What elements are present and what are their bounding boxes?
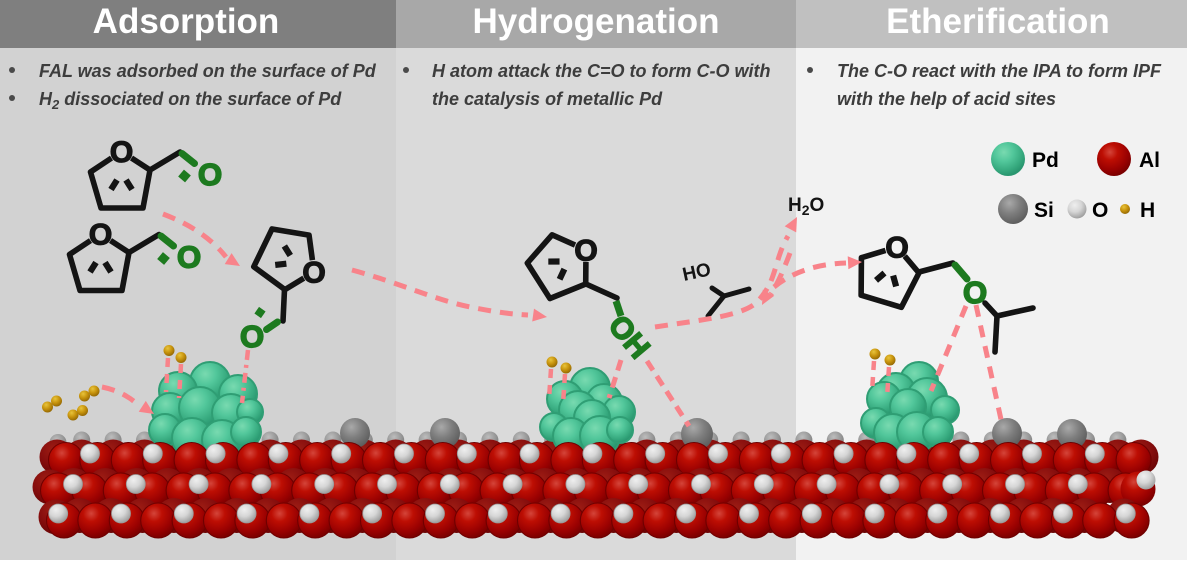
svg-text:H: H [1140,199,1155,222]
svg-text:Si: Si [1034,199,1054,222]
svg-text:O: O [89,219,112,252]
svg-text:Hydrogenation: Hydrogenation [473,2,720,41]
svg-text:FAL was adsorbed on the surfac: FAL was adsorbed on the surface of Pd [39,61,377,81]
svg-text:the catalysis of metallic Pd: the catalysis of metallic Pd [432,89,663,109]
svg-text:O: O [198,157,222,192]
svg-text:Pd: Pd [1032,149,1059,172]
svg-text:O: O [574,235,597,268]
svg-text:O: O [1092,199,1108,222]
svg-text:The C-O react with the IPA to: The C-O react with the IPA to form IPF [837,61,1162,81]
svg-text:Al: Al [1139,149,1160,172]
svg-text:Adsorption: Adsorption [93,2,280,41]
svg-text:O: O [110,136,133,169]
svg-text:O: O [885,232,908,265]
svg-text:O: O [302,257,325,290]
svg-text:Etherification: Etherification [886,2,1110,41]
svg-text:O: O [240,319,264,354]
svg-text:H2O: H2O [788,195,824,218]
svg-text:H2 dissociated on the surface: H2 dissociated on the surface of Pd [39,89,342,112]
svg-text:H atom attack the C=O to form: H atom attack the C=O to form C-O with [432,61,771,81]
svg-text:O: O [177,240,201,275]
svg-text:with the help of acid sites: with the help of acid sites [837,89,1056,109]
